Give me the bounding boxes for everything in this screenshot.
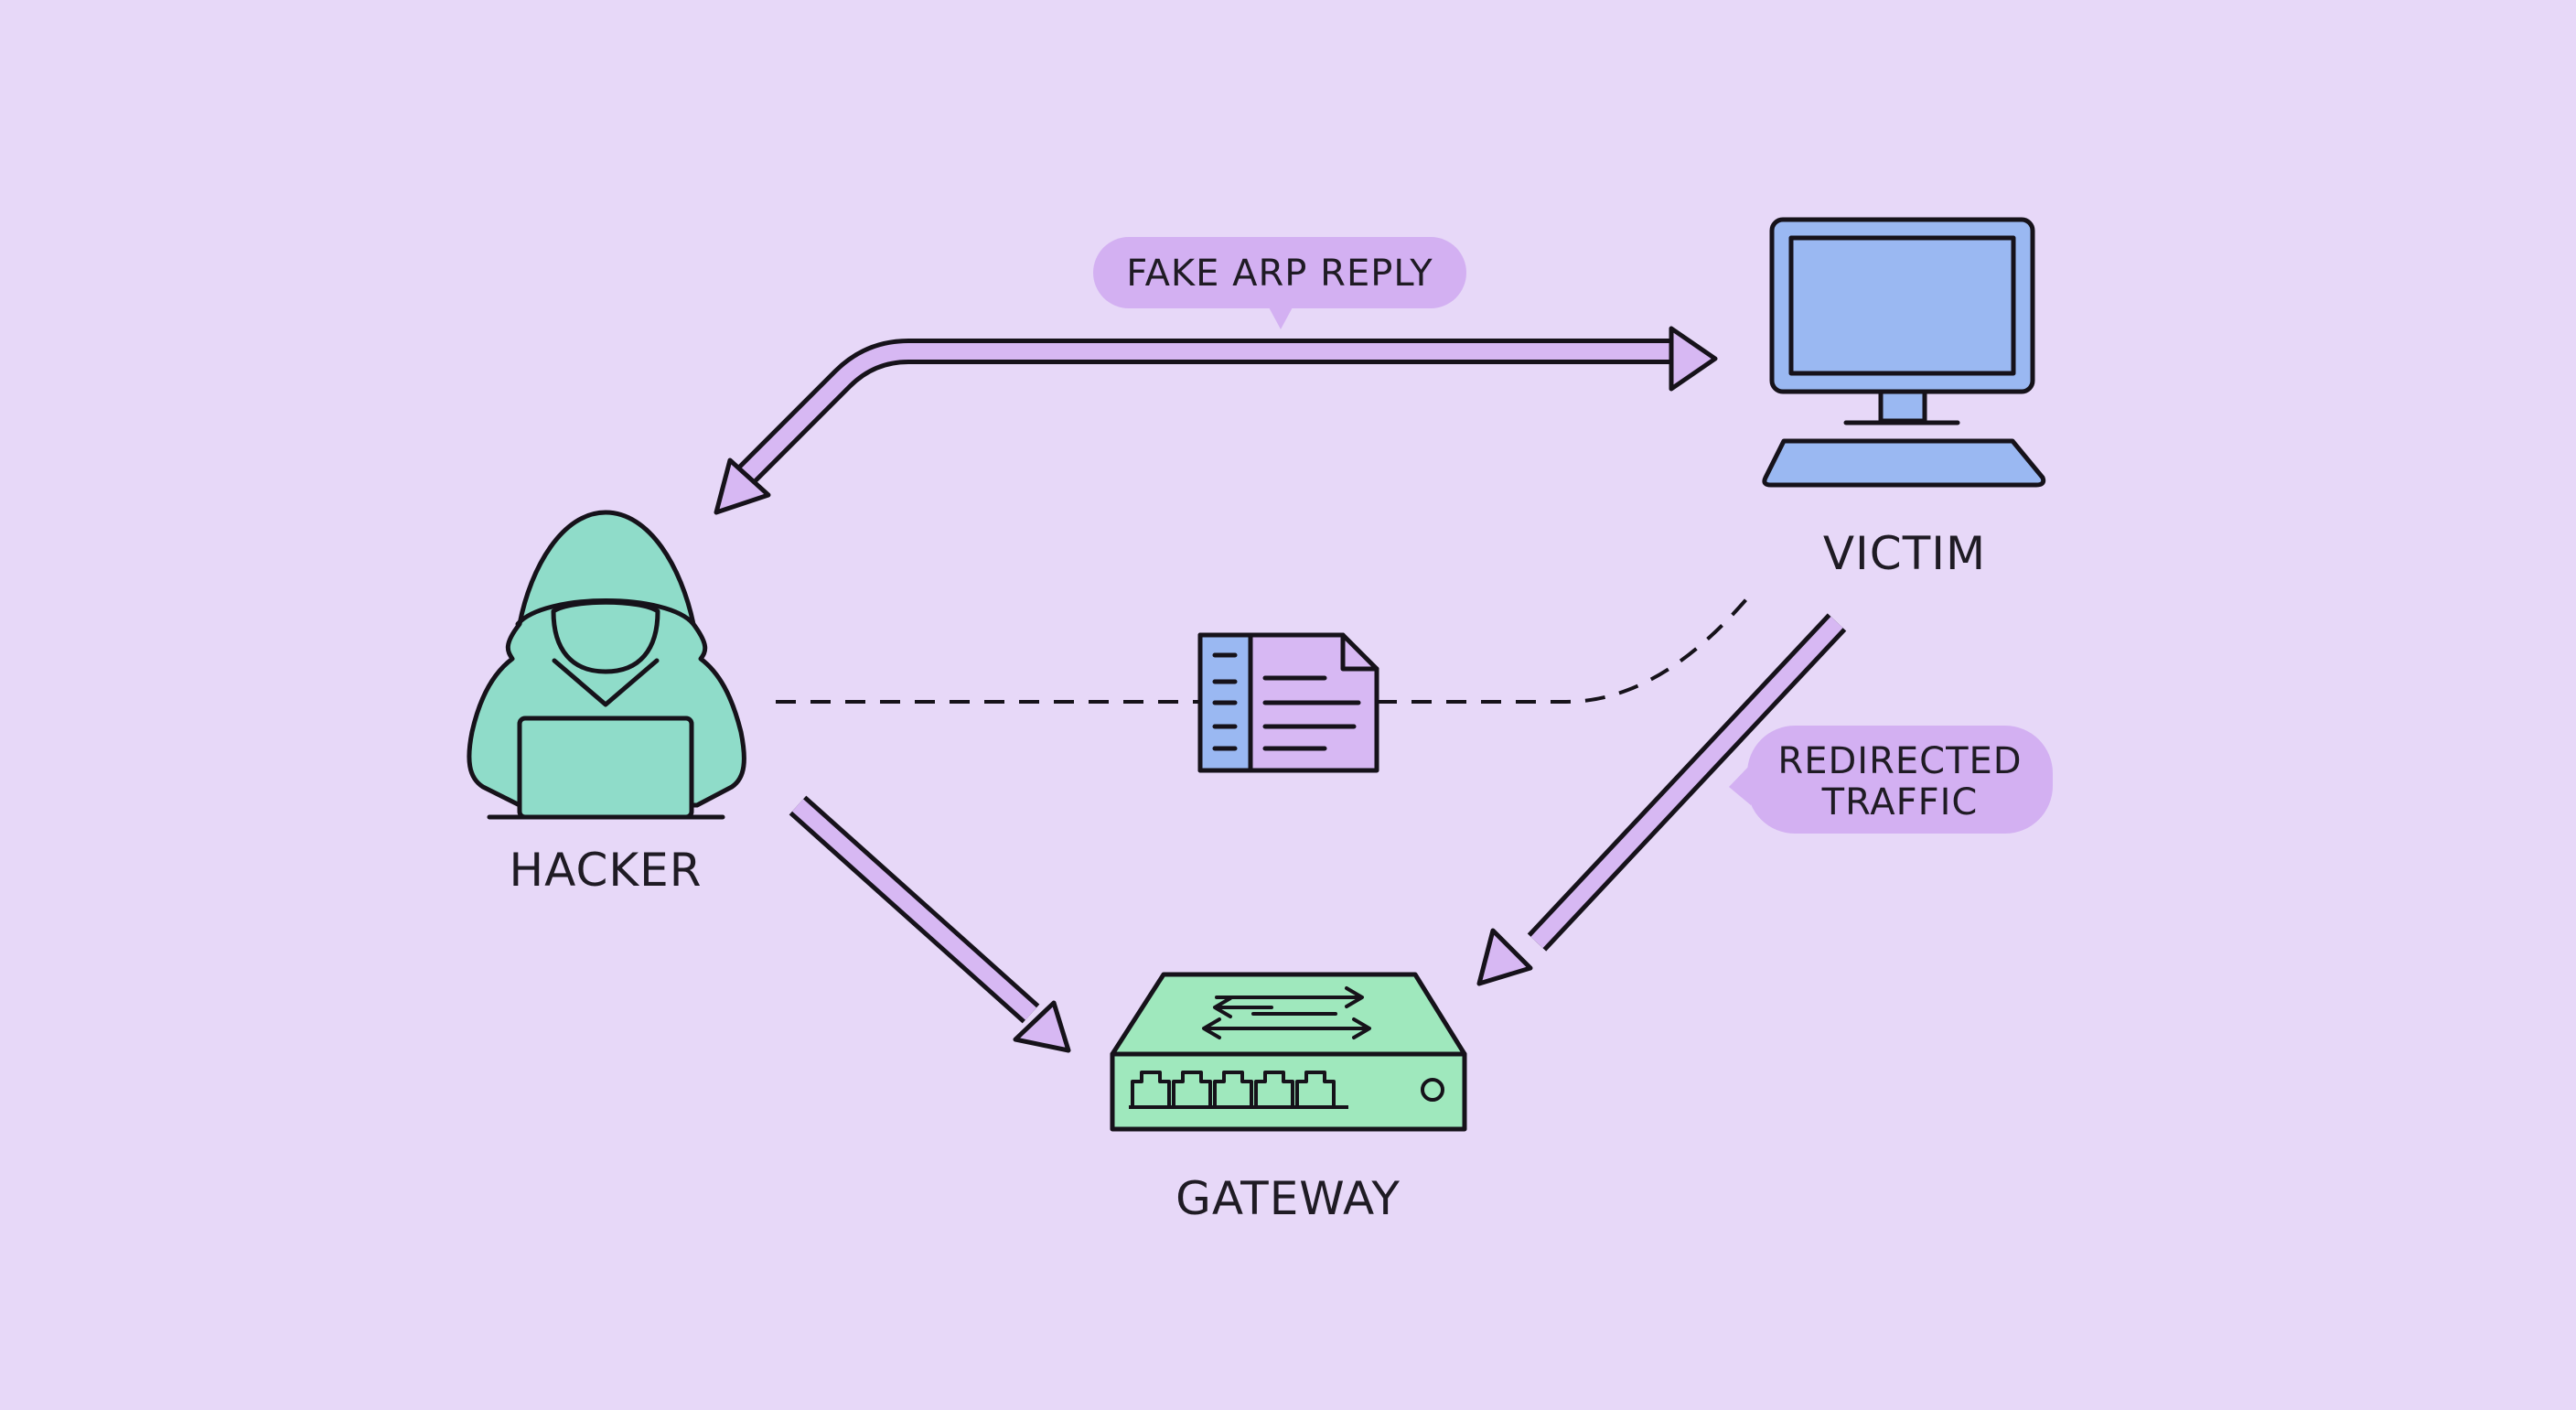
redirected-traffic-arrow: [1476, 613, 1847, 986]
network-switch-icon: [1110, 972, 1467, 1132]
fake-arp-reply-text: FAKE ARP REPLY: [1126, 253, 1433, 295]
redirected-traffic-bubble: REDIRECTED TRAFFIC: [1729, 726, 2053, 834]
desktop-computer-icon: [1762, 217, 2046, 488]
fake-arp-reply-bubble: FAKE ARP REPLY: [1093, 237, 1466, 329]
redirected-text-line1: REDIRECTED: [1777, 740, 2022, 782]
hacker-to-gateway-arrow: [789, 795, 1071, 1053]
hacker-label: HACKER: [510, 844, 703, 897]
victim-label: VICTIM: [1823, 527, 1986, 580]
fake-arp-arrow: [714, 326, 1718, 515]
intercept-dashed-line: [776, 591, 1754, 704]
redirected-text-line2: TRAFFIC: [1821, 781, 1979, 823]
gateway-label: GATEWAY: [1175, 1172, 1401, 1225]
hacker-icon: [467, 510, 746, 820]
data-packet-icon: [1197, 632, 1379, 773]
